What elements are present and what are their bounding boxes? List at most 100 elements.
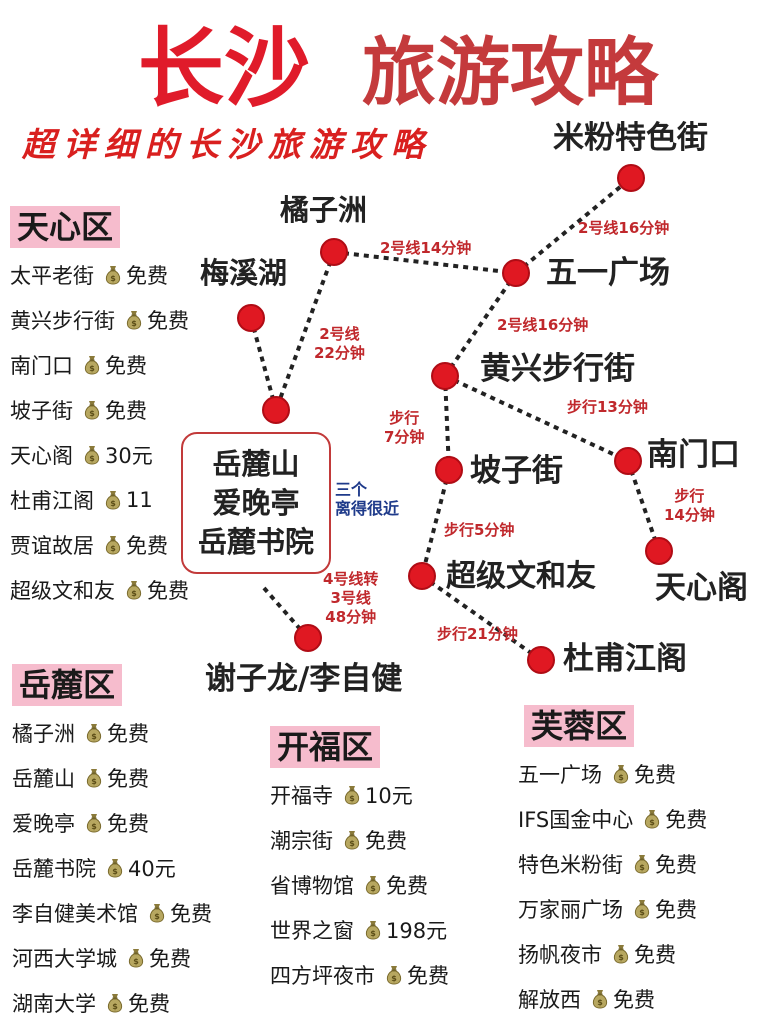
svg-text:$: $ <box>639 908 645 917</box>
money-bag-icon: $ <box>631 853 653 875</box>
station-meixihu-marker[interactable] <box>237 304 265 332</box>
place-price: 免费 <box>655 852 697 877</box>
money-bag-icon: $ <box>589 988 611 1010</box>
list-item[interactable]: 黄兴步行街$免费 <box>10 297 250 342</box>
yuelu-note-line-2: 离得很近 <box>335 499 400 518</box>
place-name: 湖南大学 <box>12 991 96 1016</box>
list-item[interactable]: 南门口$免费 <box>10 342 250 387</box>
place-name: 天心阁 <box>10 443 73 468</box>
place-name: 李自健美术馆 <box>12 901 138 926</box>
transit-label-text: 步行5分钟 <box>444 521 515 539</box>
place-price: 免费 <box>170 901 212 926</box>
money-bag-icon: $ <box>102 264 124 286</box>
transit-label-nanmenkou-tianxinge: 步行 14分钟 <box>664 487 715 525</box>
list-item[interactable]: 橘子洲$免费 <box>12 710 262 755</box>
district-tianxin: 天心区 太平老街$免费 黄兴步行街$免费 南门口$免费 坡子街$免费 天心阁$3… <box>10 206 250 612</box>
svg-text:$: $ <box>370 929 376 938</box>
transit-label-text: 步行 <box>389 409 420 427</box>
list-item[interactable]: 潮宗街$免费 <box>270 817 510 862</box>
list-item[interactable]: 湖南大学$免费 <box>12 980 262 1025</box>
money-bag-icon: $ <box>104 992 126 1014</box>
place-name: IFS国金中心 <box>518 807 634 832</box>
list-item[interactable]: 解放西$免费 <box>518 976 763 1021</box>
list-item[interactable]: 贾谊故居$免费 <box>10 522 250 567</box>
route-juzizhou-yuelu <box>274 251 336 411</box>
transit-label-text: 2号线14分钟 <box>380 239 472 257</box>
station-label-dufu: 杜甫江阁 <box>563 641 687 677</box>
money-bag-icon: $ <box>146 902 168 924</box>
route-wuyi-huangxing <box>443 271 518 378</box>
list-item[interactable]: 爱晚亭$免费 <box>12 800 262 845</box>
place-price: 30元 <box>105 443 153 468</box>
list-item[interactable]: 李自健美术馆 $ 免费 <box>12 890 262 935</box>
station-huangxing-marker[interactable] <box>431 362 459 390</box>
money-bag-icon: $ <box>125 947 147 969</box>
station-xiezilong-marker[interactable] <box>294 624 322 652</box>
station-dufu-marker[interactable] <box>527 646 555 674</box>
list-item[interactable]: 五一广场$免费 <box>518 751 763 796</box>
list-item[interactable]: 河西大学城$免费 <box>12 935 262 980</box>
station-juzizhou-marker[interactable] <box>320 238 348 266</box>
transit-label-juzizhou-wuyi: 2号线14分钟 <box>380 239 471 258</box>
list-item[interactable]: 超级文和友$免费 <box>10 567 250 612</box>
station-yuelu-marker[interactable] <box>262 396 290 424</box>
list-item[interactable]: 万家丽广场$免费 <box>518 886 763 931</box>
place-price: 免费 <box>126 263 168 288</box>
yuelu-cluster-box[interactable]: 岳麓山 爱晚亭 岳麓书院 <box>181 432 331 574</box>
list-item[interactable]: 世界之窗$198元 <box>270 907 510 952</box>
station-label-wuyi: 五一广场 <box>546 255 670 291</box>
svg-text:$: $ <box>154 912 160 921</box>
route-huangxing-nanmenkou <box>444 374 629 463</box>
list-item[interactable]: 开福寺$10元 <box>270 772 510 817</box>
station-pozijie-marker[interactable] <box>435 456 463 484</box>
place-name: 岳麓书院 <box>12 856 96 881</box>
yuelu-box-line-3: 岳麓书院 <box>197 524 314 559</box>
district-yuelu: 岳麓区 橘子洲$免费 岳麓山$免费 爱晚亭$免费 岳麓书院$40元 李自健美术馆… <box>12 664 262 1025</box>
route-pozijie-chaoji <box>420 469 451 577</box>
money-bag-icon: $ <box>83 722 105 744</box>
list-item[interactable]: 省博物馆$免费 <box>270 862 510 907</box>
svg-text:$: $ <box>112 867 118 876</box>
station-nanmenkou-marker[interactable] <box>614 447 642 475</box>
station-mifen-marker[interactable] <box>617 164 645 192</box>
station-label-pozijie: 坡子街 <box>470 453 563 489</box>
place-price: 10元 <box>365 783 413 808</box>
place-price: 免费 <box>386 873 428 898</box>
list-item[interactable]: 特色米粉街$免费 <box>518 841 763 886</box>
place-name: 杜甫江阁 <box>10 488 94 513</box>
station-tianxinge-marker[interactable] <box>645 537 673 565</box>
place-name: 河西大学城 <box>12 946 117 971</box>
svg-text:$: $ <box>597 998 603 1007</box>
list-item[interactable]: 四方坪夜市$免费 <box>270 952 510 997</box>
station-chaoji-marker[interactable] <box>408 562 436 590</box>
station-wuyi-marker[interactable] <box>502 259 530 287</box>
transit-label-pozijie-chaoji: 步行5分钟 <box>444 521 514 540</box>
transit-label-text: 22分钟 <box>314 344 365 362</box>
list-item[interactable]: 扬帆夜市$免费 <box>518 931 763 976</box>
list-item[interactable]: 太平老街$免费 <box>10 252 250 297</box>
list-item[interactable]: IFS国金中心$免费 <box>518 796 763 841</box>
svg-text:$: $ <box>618 773 624 782</box>
svg-text:$: $ <box>89 409 95 418</box>
place-price: 11 <box>126 487 153 512</box>
list-item[interactable]: 坡子街$免费 <box>10 387 250 432</box>
svg-text:$: $ <box>89 454 95 463</box>
place-price: 免费 <box>105 398 147 423</box>
place-price: 免费 <box>655 897 697 922</box>
place-price: 免费 <box>665 807 708 832</box>
svg-text:$: $ <box>639 863 645 872</box>
list-item[interactable]: 岳麓山$免费 <box>12 755 262 800</box>
list-item[interactable]: 天心阁 $30元 <box>10 432 250 477</box>
transit-label-wuyi-mifen: 2号线16分钟 <box>578 219 669 238</box>
svg-text:$: $ <box>131 319 137 328</box>
money-bag-icon: $ <box>83 767 105 789</box>
place-price: 免费 <box>613 987 655 1012</box>
place-name: 潮宗街 <box>270 828 333 853</box>
place-price: 免费 <box>107 811 149 836</box>
svg-text:$: $ <box>89 364 95 373</box>
list-item[interactable]: 杜甫江阁$11 <box>10 477 250 522</box>
place-price: 免费 <box>634 942 676 967</box>
transit-label-text: 2号线16分钟 <box>578 219 670 237</box>
list-item[interactable]: 岳麓书院$40元 <box>12 845 262 890</box>
